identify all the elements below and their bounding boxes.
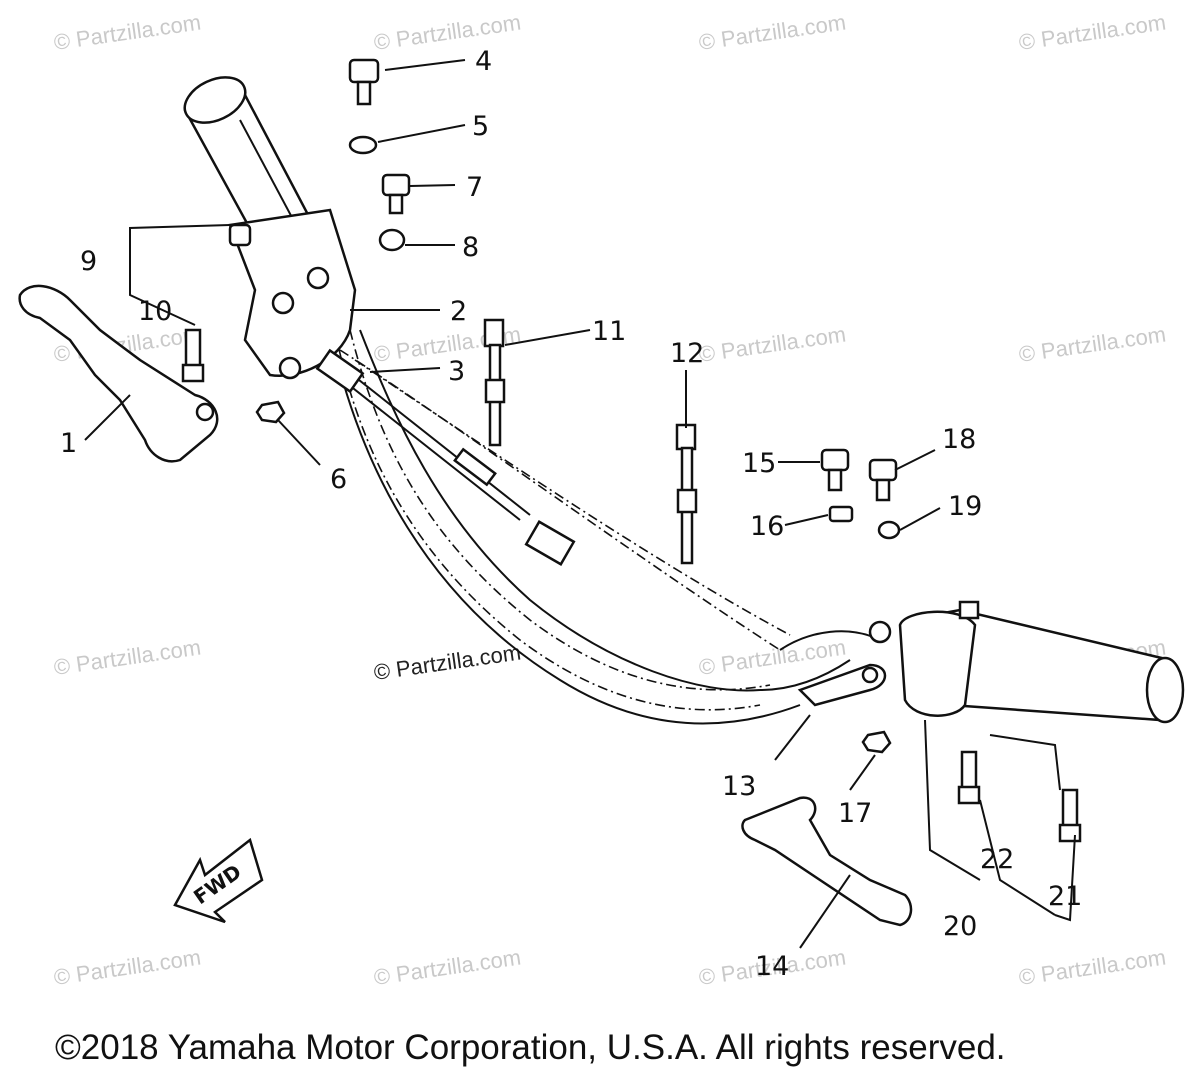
callout-10: 10 <box>138 296 172 327</box>
watermark: © Partzilla.com <box>697 635 847 680</box>
callout-17: 17 <box>838 798 872 829</box>
watermark: © Partzilla.com <box>52 635 202 680</box>
callout-labels: 1 2 3 4 5 6 7 8 9 10 11 12 13 14 15 16 1… <box>60 46 1082 982</box>
callout-9: 9 <box>80 246 97 277</box>
watermark: © Partzilla.com <box>1017 10 1167 55</box>
leader-lines <box>84 59 1076 949</box>
left-hardware <box>181 58 411 424</box>
clutch-switch-cable <box>315 348 576 566</box>
watermark: © Partzilla.com <box>372 10 522 55</box>
left-lever-holder <box>228 208 357 380</box>
callout-14: 14 <box>755 951 789 982</box>
callout-11: 11 <box>592 316 626 347</box>
callout-19: 19 <box>948 491 982 522</box>
callout-21: 21 <box>1048 881 1082 912</box>
callout-8: 8 <box>462 232 479 263</box>
watermark: © Partzilla.com <box>697 322 847 367</box>
callout-16: 16 <box>750 511 784 542</box>
callout-22: 22 <box>980 844 1014 875</box>
watermark: © Partzilla.com <box>372 945 522 990</box>
callout-5: 5 <box>472 111 489 142</box>
watermark-center: © Partzilla.com <box>372 640 522 685</box>
callout-7: 7 <box>466 172 483 203</box>
callout-1: 1 <box>60 428 77 459</box>
callout-6: 6 <box>330 464 347 495</box>
watermark: © Partzilla.com <box>52 10 202 55</box>
callout-20: 20 <box>943 911 977 942</box>
callout-4: 4 <box>475 46 492 77</box>
callout-15: 15 <box>742 448 776 479</box>
handlebar <box>329 329 881 725</box>
left-lever <box>18 284 219 463</box>
cable-ties <box>483 318 698 565</box>
right-grip <box>898 600 1185 724</box>
watermark: © Partzilla.com <box>1017 945 1167 990</box>
callout-12: 12 <box>670 338 704 369</box>
forward-arrow: FWD <box>173 837 264 924</box>
watermark: © Partzilla.com <box>52 945 202 990</box>
watermark: © Partzilla.com <box>697 10 847 55</box>
callout-13: 13 <box>722 771 756 802</box>
callout-18: 18 <box>942 424 976 455</box>
right-lever <box>741 796 913 927</box>
watermark: © Partzilla.com <box>1017 322 1167 367</box>
copyright-footer: ©2018 Yamaha Motor Corporation, U.S.A. A… <box>55 1028 1006 1067</box>
right-lever-bracket <box>797 620 892 707</box>
callout-2: 2 <box>450 296 467 327</box>
right-hardware <box>820 448 1082 843</box>
callout-3: 3 <box>448 356 465 387</box>
